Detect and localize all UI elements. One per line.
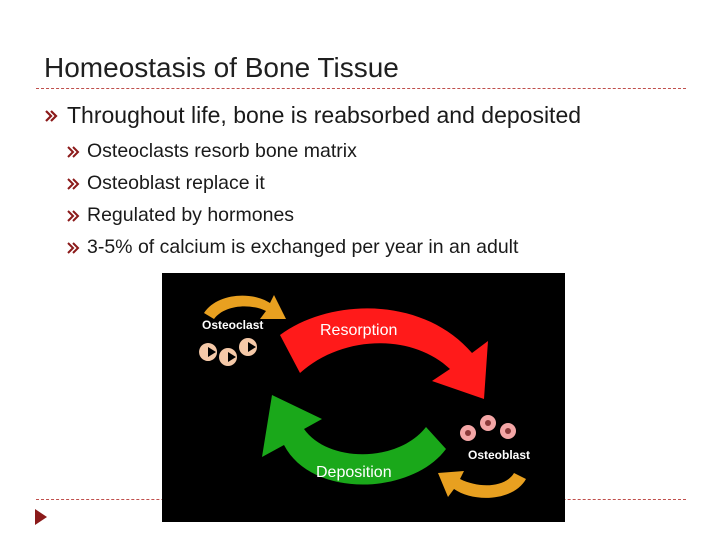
resorption-arrow-icon	[280, 308, 488, 399]
osteoblast-label: Osteoblast	[468, 448, 530, 462]
sub-bullet-4: 3-5% of calcium is exchanged per year in…	[87, 236, 519, 258]
deposition-arrow-icon	[262, 395, 446, 485]
osteoclast-label: Osteoclast	[202, 318, 263, 332]
bullet-icon	[67, 210, 80, 222]
osteoblast-arrow-icon	[438, 471, 526, 498]
osteoclast-cell	[208, 347, 216, 357]
title-divider	[36, 88, 686, 89]
bullet-icon	[67, 242, 80, 254]
remodeling-cycle-diagram: Osteoclast Resorption Deposition Osteobl…	[199, 295, 530, 498]
bone-remodeling-figure: Osteoclast Resorption Deposition Osteobl…	[162, 273, 565, 522]
sub-bullet-3: Regulated by hormones	[87, 204, 295, 226]
bullet-icon	[67, 178, 80, 190]
slide-title: Homeostasis of Bone Tissue	[44, 52, 399, 83]
resorption-label: Resorption	[320, 322, 397, 339]
osteoclast-arrow-icon	[204, 295, 286, 319]
sub-bullet-2: Osteoblast replace it	[87, 172, 265, 194]
main-bullet: Throughout life, bone is reabsorbed and …	[67, 102, 582, 128]
deposition-label: Deposition	[316, 464, 392, 481]
bullet-icon	[45, 110, 58, 122]
sub-bullet-1: Osteoclasts resorb bone matrix	[87, 140, 357, 162]
bullet-icon	[67, 146, 80, 158]
slide-marker-icon	[35, 509, 47, 525]
